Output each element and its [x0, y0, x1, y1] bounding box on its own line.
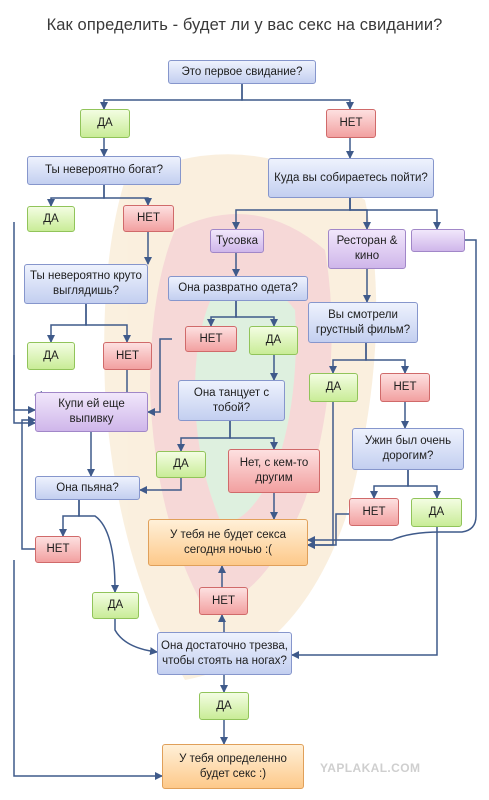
action-buy-drink: Купи ей еще выпивку: [35, 392, 148, 432]
option-party: Тусовка: [210, 229, 264, 253]
edge-dressed-no-buy: [147, 338, 172, 416]
edge-drunk-no: [59, 500, 80, 537]
edge-dance-yes: [177, 421, 231, 452]
watermark-text: YAPLAKAL.COM: [320, 761, 421, 775]
option-blank: [411, 229, 465, 252]
result-no-sex: У тебя не будет секса сегодня ночью :(: [148, 519, 308, 566]
edge-rich-yes: [47, 185, 105, 207]
edge-cool-yes-buy: [13, 355, 36, 414]
edge-dressed-no: [207, 301, 237, 327]
edge-dressed-yes: [235, 301, 278, 327]
edge-sober-no: [218, 614, 226, 632]
edge-nosex-sex: [13, 560, 163, 780]
question-dressed: Она развратно одета?: [168, 276, 308, 301]
edge-first-no: [241, 84, 354, 110]
question-dance: Она танцует с тобой?: [178, 380, 285, 421]
question-sober: Она достаточно трезва, чтобы стоять на н…: [157, 632, 292, 675]
answer-no-first-date: НЕТ: [326, 109, 376, 138]
edge-film-yes: [329, 343, 367, 374]
answer-no-film: НЕТ: [380, 373, 430, 402]
edge-drunk-yes: [78, 500, 119, 593]
question-expensive: Ужин был очень дорогим?: [352, 428, 464, 470]
edge-dance-yes-drunk: [139, 478, 182, 494]
answer-no-expensive: НЕТ: [349, 498, 399, 526]
edge-exp-no: [370, 470, 409, 499]
answer-yes-film: ДА: [309, 373, 358, 402]
question-first-date: Это первое свидание?: [168, 60, 316, 84]
result-sex: У тебя определенно будет секс :): [162, 744, 304, 789]
answer-yes-first-date: ДА: [80, 109, 130, 138]
edge-drunk-yes-sober: [114, 619, 158, 656]
edge-blank-nosex: [307, 239, 477, 544]
question-drunk: Она пьяна?: [35, 476, 140, 500]
edge-first-yes: [100, 84, 243, 110]
answer-no-drunk: НЕТ: [35, 536, 81, 563]
question-sad-film: Вы смотрели грустный фильм?: [308, 302, 418, 343]
edge-rich-yes-buy: [13, 222, 36, 427]
answer-no-dressed: НЕТ: [185, 326, 237, 352]
edge-exp-no-nosex: [307, 513, 349, 549]
question-cool: Ты невероятно круто выглядишь?: [24, 264, 148, 304]
edge-where-rest: [349, 198, 371, 230]
edge-dance-no: [229, 421, 278, 450]
edge-rich-no: [103, 185, 152, 206]
page-title: Как определить - будет ли у вас секс на …: [46, 16, 443, 34]
edge-film-no: [365, 343, 409, 374]
answer-yes-expensive: ДА: [411, 498, 462, 527]
answer-yes-drunk: ДА: [92, 592, 139, 619]
question-rich: Ты невероятно богат?: [27, 156, 181, 185]
edge-cool-yes: [47, 304, 87, 343]
edge-exp-yes: [407, 470, 441, 499]
answer-no-cool: НЕТ: [103, 342, 152, 370]
edge-cool-no: [85, 304, 131, 343]
question-where: Куда вы собираетесь пойти?: [268, 158, 434, 198]
edge-exp-yes-sober: [291, 527, 438, 659]
answer-yes-dance: ДА: [156, 451, 206, 478]
answer-yes-dressed: ДА: [249, 326, 298, 355]
answer-no-sober: НЕТ: [199, 587, 248, 615]
answer-no-rich: НЕТ: [123, 205, 174, 232]
edge-where-party: [232, 198, 351, 230]
answer-yes-rich: ДА: [27, 206, 75, 232]
answer-yes-sober: ДА: [199, 692, 249, 720]
option-restaurant: Ресторан & кино: [328, 229, 406, 269]
edge-where-blank: [349, 198, 441, 230]
answer-yes-cool: ДА: [27, 342, 75, 370]
edge-drunk-no-buy: [21, 416, 36, 550]
answer-no-dance: Нет, с кем-то другим: [228, 449, 320, 493]
